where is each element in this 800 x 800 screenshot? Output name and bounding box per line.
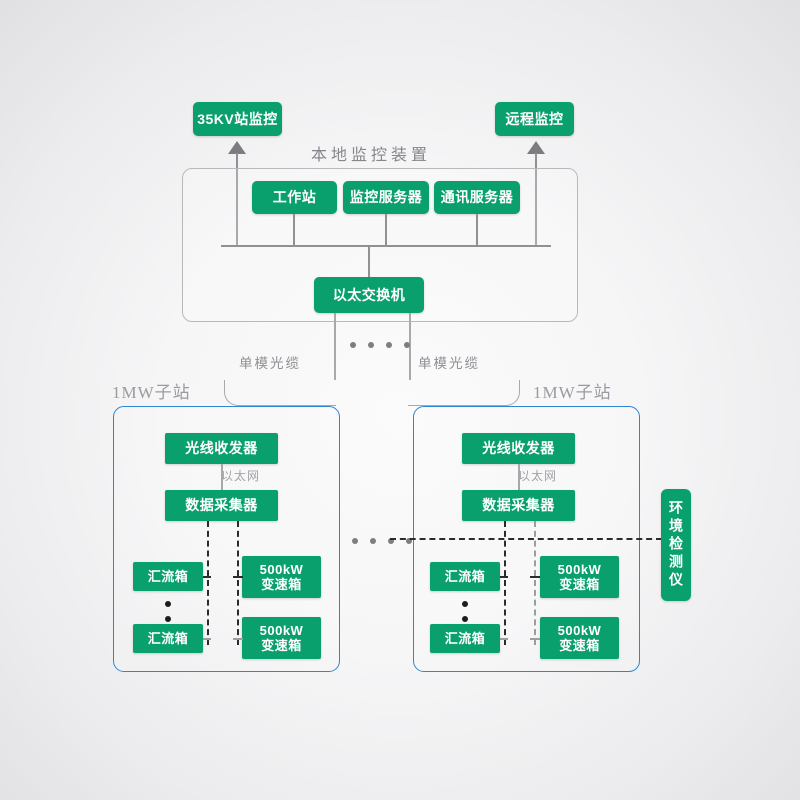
node-left-combiner-bottom[interactable]: 汇流箱 xyxy=(133,624,203,653)
dot xyxy=(462,616,468,622)
node-right-data-collector[interactable]: 数据采集器 xyxy=(462,490,575,521)
dot xyxy=(462,601,468,607)
drop-bus-to-switch xyxy=(368,245,371,277)
dot xyxy=(370,538,376,544)
left-ethernet-label: 以太网 xyxy=(221,469,261,483)
left-inverter-bottom-stub xyxy=(233,638,243,640)
left-inverter-top-stub xyxy=(233,576,243,578)
arrow-up-to-remote xyxy=(527,141,545,154)
right-combiner-top-stub xyxy=(500,576,508,578)
left-ethernet-connector xyxy=(221,464,223,490)
node-left-combiner-top[interactable]: 汇流箱 xyxy=(133,562,203,591)
dot xyxy=(406,538,412,544)
node-right-inverter-bottom[interactable]: 500kW 变速箱 xyxy=(540,617,619,659)
right-inverter-bus xyxy=(534,521,536,645)
right-ethernet-connector xyxy=(518,464,520,490)
node-comm-server[interactable]: 通讯服务器 xyxy=(434,181,520,214)
fiber-elbow-right xyxy=(408,380,520,406)
right-inverter-top-stub xyxy=(530,576,540,578)
right-combiner-bus xyxy=(504,521,506,645)
node-right-inverter-top[interactable]: 500kW 变速箱 xyxy=(540,556,619,598)
node-right-optical-transceiver[interactable]: 光线收发器 xyxy=(462,433,575,464)
dot xyxy=(368,342,374,348)
left-combiner-top-stub xyxy=(203,576,211,578)
node-left-inverter-bottom[interactable]: 500kW 变速箱 xyxy=(242,617,321,659)
right-combiner-ellipsis xyxy=(462,601,468,622)
right-combiner-bottom-stub xyxy=(500,638,508,640)
fiber-drop-right xyxy=(409,313,411,380)
right-ethernet-label: 以太网 xyxy=(518,469,558,483)
dot xyxy=(165,601,171,607)
arrow-shaft-remote xyxy=(534,153,537,245)
node-left-data-collector[interactable]: 数据采集器 xyxy=(165,490,278,521)
fiber-label-left: 单模光缆 xyxy=(239,356,301,371)
node-left-optical-transceiver[interactable]: 光线收发器 xyxy=(165,433,278,464)
node-right-combiner-bottom[interactable]: 汇流箱 xyxy=(430,624,500,653)
node-monitor-server[interactable]: 监控服务器 xyxy=(343,181,429,214)
arrow-up-to-35kv xyxy=(228,141,246,154)
left-combiner-bus xyxy=(207,521,209,645)
node-workstation[interactable]: 工作站 xyxy=(252,181,337,214)
fiber-ellipsis-dots xyxy=(350,342,410,348)
dot xyxy=(404,342,410,348)
dot xyxy=(352,538,358,544)
dot xyxy=(350,342,356,348)
left-combiner-ellipsis xyxy=(165,601,171,622)
dot xyxy=(388,538,394,544)
arrow-shaft-35kv xyxy=(235,153,238,245)
substation-left-title: 1MW子站 xyxy=(112,383,191,402)
drop-workstation xyxy=(293,214,296,246)
left-combiner-bottom-stub xyxy=(203,638,211,640)
dot xyxy=(386,342,392,348)
local-monitoring-title: 本地监控装置 xyxy=(311,147,432,164)
node-ethernet-switch[interactable]: 以太交换机 xyxy=(314,277,424,313)
fiber-elbow-left xyxy=(224,380,336,406)
fiber-label-right: 单模光缆 xyxy=(418,356,480,371)
dot xyxy=(165,616,171,622)
drop-monitor-server xyxy=(385,214,388,246)
ethernet-bus-bar xyxy=(221,245,551,248)
left-inverter-bus xyxy=(237,521,239,645)
node-remote-monitor[interactable]: 远程监控 xyxy=(495,102,574,136)
node-environment-monitor[interactable]: 环境检测仪 xyxy=(661,489,691,601)
node-left-inverter-top[interactable]: 500kW 变速箱 xyxy=(242,556,321,598)
node-35kv-station-monitor[interactable]: 35KV站监控 xyxy=(193,102,282,136)
substation-right-title: 1MW子站 xyxy=(533,383,612,402)
fiber-drop-left xyxy=(334,313,336,380)
drop-comm-server xyxy=(476,214,479,246)
node-right-combiner-top[interactable]: 汇流箱 xyxy=(430,562,500,591)
substation-ellipsis-dots xyxy=(352,538,412,544)
right-inverter-bottom-stub xyxy=(530,638,540,640)
env-monitor-link xyxy=(390,538,662,540)
